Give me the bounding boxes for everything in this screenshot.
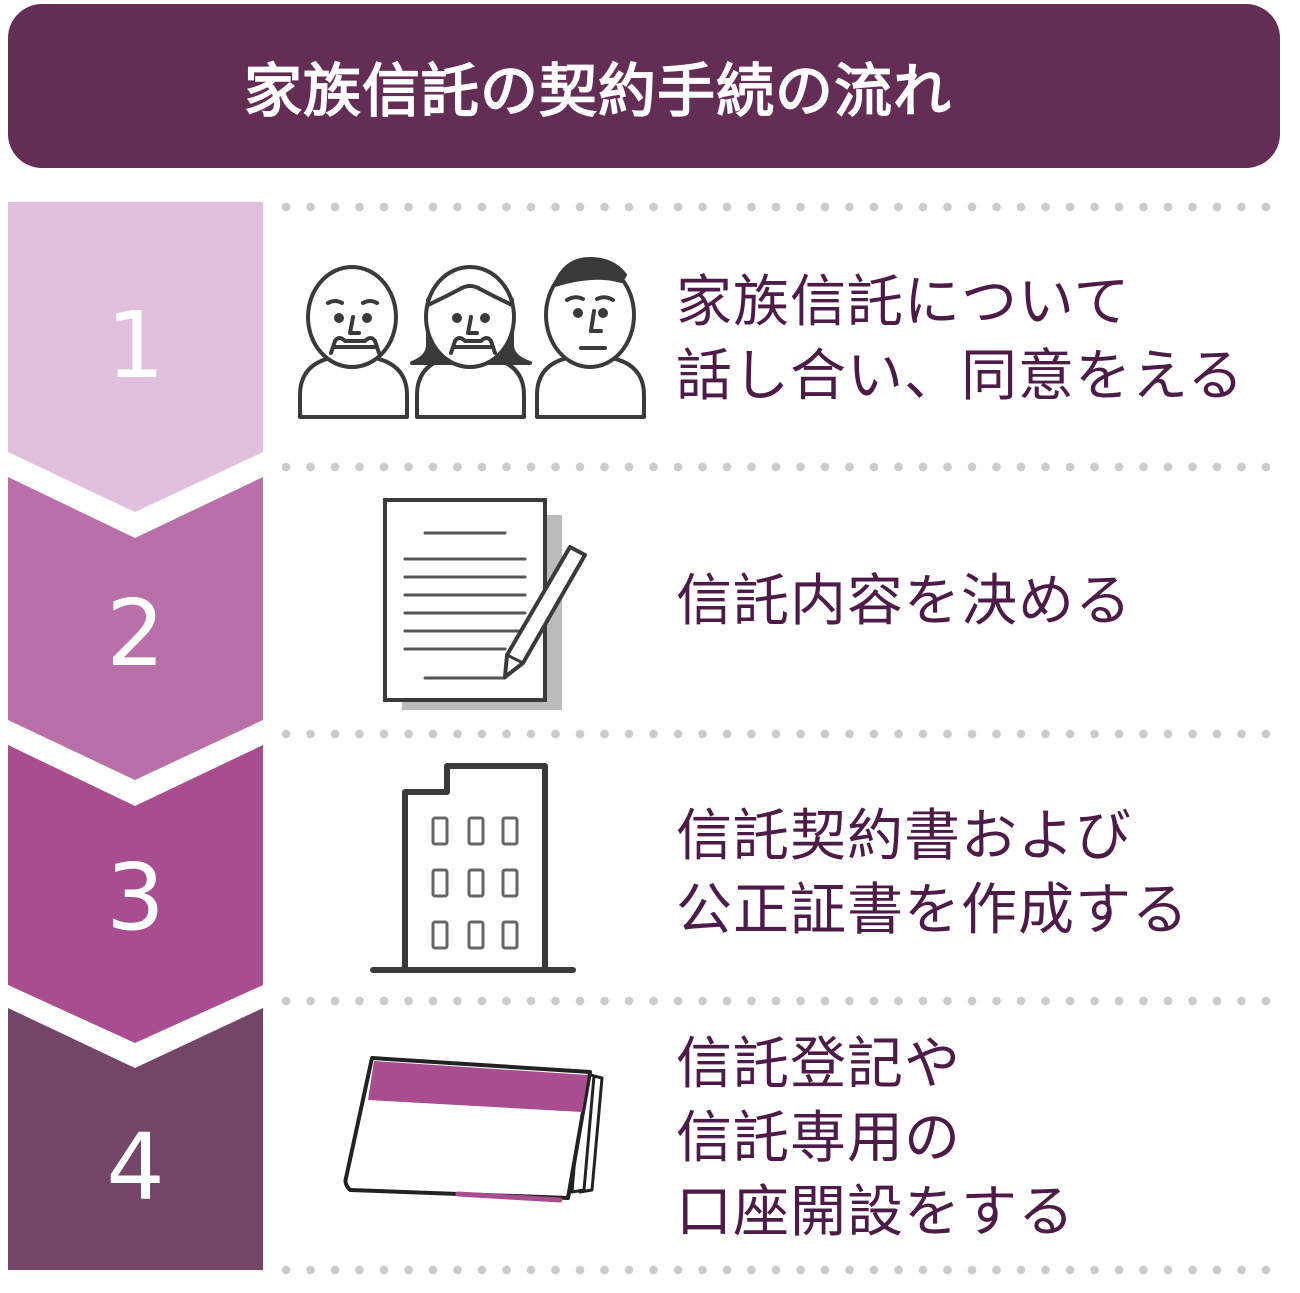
step-chevron-column: [8, 202, 263, 1270]
bank-passbook-icon: [343, 1056, 604, 1203]
step-1-text: 家族信託について 話し合い、同意をえる: [676, 266, 1244, 414]
step-4-text: 信託登記や 信託専用の 口座開設をする: [676, 1028, 1075, 1250]
divider: [281, 729, 1275, 739]
document-pen-icon: [383, 498, 587, 710]
step-4-line: 信託専用の: [676, 1106, 961, 1171]
step-2-line: 信託内容を決める: [676, 569, 1132, 634]
divider: [281, 202, 1275, 212]
divider: [281, 1265, 1275, 1275]
step-3-line: 公正証書を作成する: [676, 878, 1189, 943]
step-4-line: 口座開設をする: [676, 1180, 1075, 1245]
step-3-chevron: [8, 745, 263, 1043]
step-4-line: 信託登記や: [676, 1032, 961, 1097]
step-1-line: 話し合い、同意をえる: [676, 344, 1245, 409]
step-2-number: 2: [106, 580, 165, 687]
step-2-chevron: [8, 477, 263, 780]
step-4-chevron: [8, 1008, 263, 1270]
divider: [281, 462, 1275, 472]
step-2-text: 信託内容を決める: [676, 565, 1132, 639]
step-1-line: 家族信託について: [676, 270, 1131, 335]
divider: [281, 996, 1275, 1006]
family-people-icon: [298, 257, 646, 419]
step-3-line: 信託契約書および: [676, 804, 1132, 869]
step-4-number: 4: [106, 1114, 165, 1221]
page-title: 家族信託の契約手続の流れ: [243, 57, 952, 125]
step-1-number: 1: [106, 292, 165, 399]
office-building-icon: [370, 763, 576, 973]
step-1-chevron: [8, 202, 263, 512]
step-3-number: 3: [106, 844, 165, 951]
step-3-text: 信託契約書および 公正証書を作成する: [676, 800, 1189, 948]
title-banner: 家族信託の契約手続の流れ: [8, 4, 1280, 168]
